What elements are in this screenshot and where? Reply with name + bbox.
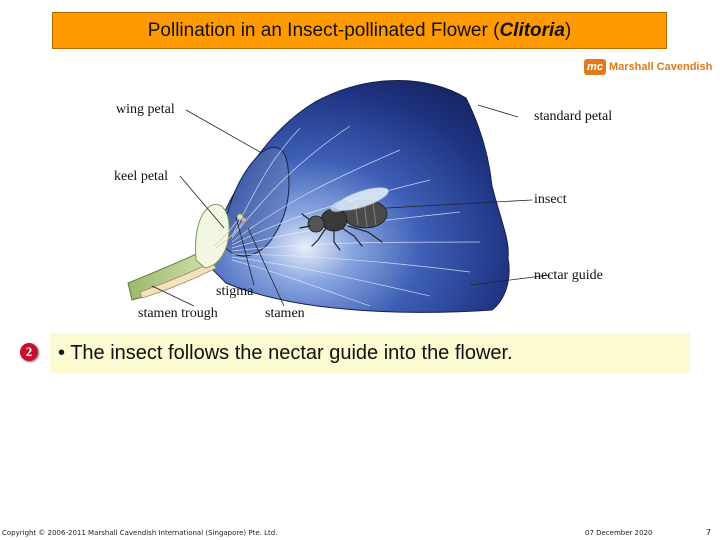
label-stamen: stamen (265, 306, 305, 322)
step-caption: • The insect follows the nectar guide in… (58, 342, 513, 365)
label-stamen-trough: stamen trough (138, 306, 218, 322)
label-stigma: stigma (216, 284, 253, 300)
label-nectar-guide: nectar guide (534, 268, 603, 284)
footer-page-number: 7 (706, 528, 711, 537)
label-insect: insect (534, 192, 567, 208)
step-caption-box: • The insect follows the nectar guide in… (50, 333, 690, 373)
footer-date: 07 December 2020 (585, 529, 652, 537)
step-number-badge: 2 (20, 343, 38, 361)
footer-copyright: Copyright © 2006-2011 Marshall Cavendish… (2, 529, 277, 537)
flower-diagram (0, 0, 720, 330)
label-wing-petal: wing petal (116, 102, 175, 118)
label-standard-petal: standard petal (534, 109, 612, 125)
insect-head (308, 216, 324, 232)
insect-thorax (321, 209, 347, 231)
label-keel-petal: keel petal (114, 169, 168, 185)
